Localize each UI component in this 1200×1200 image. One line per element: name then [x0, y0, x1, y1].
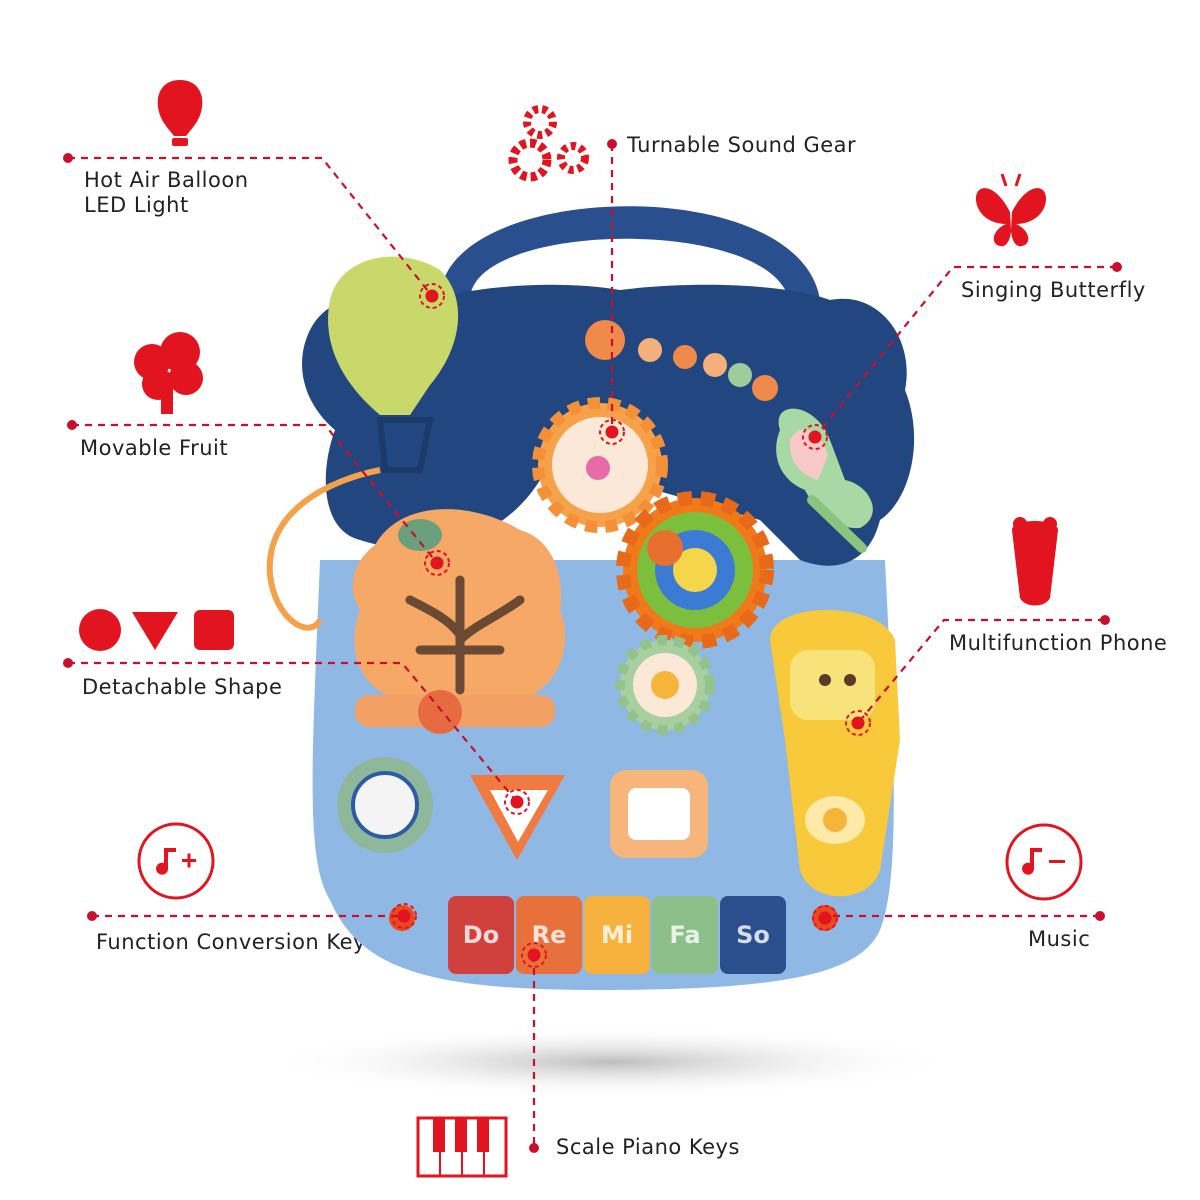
label-singing-butterfly: Singing Butterfly	[961, 278, 1146, 302]
label-multifunction-phone: Multifunction Phone	[949, 631, 1168, 655]
target-markers	[391, 283, 871, 968]
music-note-plus-icon	[137, 822, 215, 900]
multifunction-phone[interactable]	[770, 610, 900, 897]
piano-key-label: Mi	[601, 921, 633, 949]
label-music: Music	[1028, 927, 1091, 951]
label-detachable-shape: Detachable Shape	[82, 675, 283, 699]
shape-button-square[interactable]	[610, 770, 708, 858]
sound-gear-top[interactable]	[532, 397, 668, 533]
piano-key-label: Do	[463, 921, 499, 949]
target-phone	[845, 710, 871, 736]
movable-fruit-tree[interactable]	[352, 509, 566, 734]
hot-air-balloon-icon	[157, 80, 203, 146]
leader-lines	[68, 144, 1117, 1148]
target-gear	[599, 419, 625, 445]
piano-keys: Do Re Mi Fa So	[448, 896, 786, 974]
sound-gear-middle[interactable]	[616, 491, 774, 649]
target-fruit	[424, 550, 450, 576]
label-turnable-sound-gear: Turnable Sound Gear	[627, 133, 857, 157]
floor-shadow	[260, 1026, 960, 1098]
shape-button-circle[interactable]	[337, 757, 433, 853]
caterpillar	[585, 320, 778, 401]
label-movable-fruit: Movable Fruit	[80, 436, 229, 460]
butterfly-icon	[975, 173, 1047, 247]
shapes-icon	[79, 609, 234, 651]
leader-dots	[63, 139, 1122, 1153]
gears-icon	[508, 105, 589, 182]
piano-key-label: Fa	[669, 921, 700, 949]
piano-key-mi[interactable]	[584, 896, 650, 974]
target-butterfly	[802, 424, 828, 450]
label-function-conversion-key: Function Conversion Key	[96, 930, 366, 954]
target-function-key	[391, 903, 417, 929]
tree-icon	[134, 332, 203, 414]
music-note-minus-icon	[1005, 823, 1083, 901]
toy-handle	[440, 206, 820, 305]
target-piano	[521, 942, 547, 968]
bear-phone-icon	[1012, 517, 1058, 606]
label-scale-piano-keys: Scale Piano Keys	[556, 1135, 740, 1159]
target-balloon	[419, 283, 445, 309]
sound-gear-bottom[interactable]	[615, 635, 715, 735]
piano-key-label: So	[736, 921, 770, 949]
piano-key-label: Re	[532, 921, 567, 949]
piano-key-do[interactable]	[448, 896, 514, 974]
piano-icon	[416, 1116, 508, 1178]
piano-key-fa[interactable]	[652, 896, 718, 974]
target-shape	[504, 789, 530, 815]
target-music	[812, 905, 838, 931]
shape-string	[266, 467, 381, 631]
piano-key-so[interactable]	[720, 896, 786, 974]
